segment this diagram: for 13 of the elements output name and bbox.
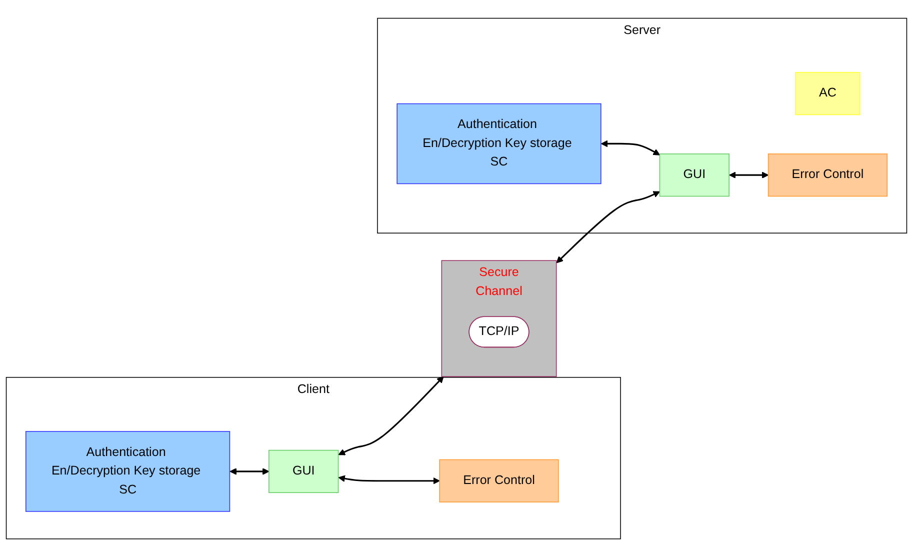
node-box: GUI [659,153,730,197]
node-box: Error Control [439,459,559,502]
arrow [556,191,660,264]
arrow [729,172,769,178]
node-box: Authentication En/Decryption Key storage SC [25,430,230,512]
arrow [600,140,660,156]
arrow [338,475,440,484]
node-box: Authentication En/Decryption Key storage SC [396,103,602,184]
node-box: GUI [268,450,339,493]
node-box: Error Control [768,153,888,197]
arrow [338,376,444,456]
node-box: AC [795,72,860,116]
arrow [230,468,270,475]
